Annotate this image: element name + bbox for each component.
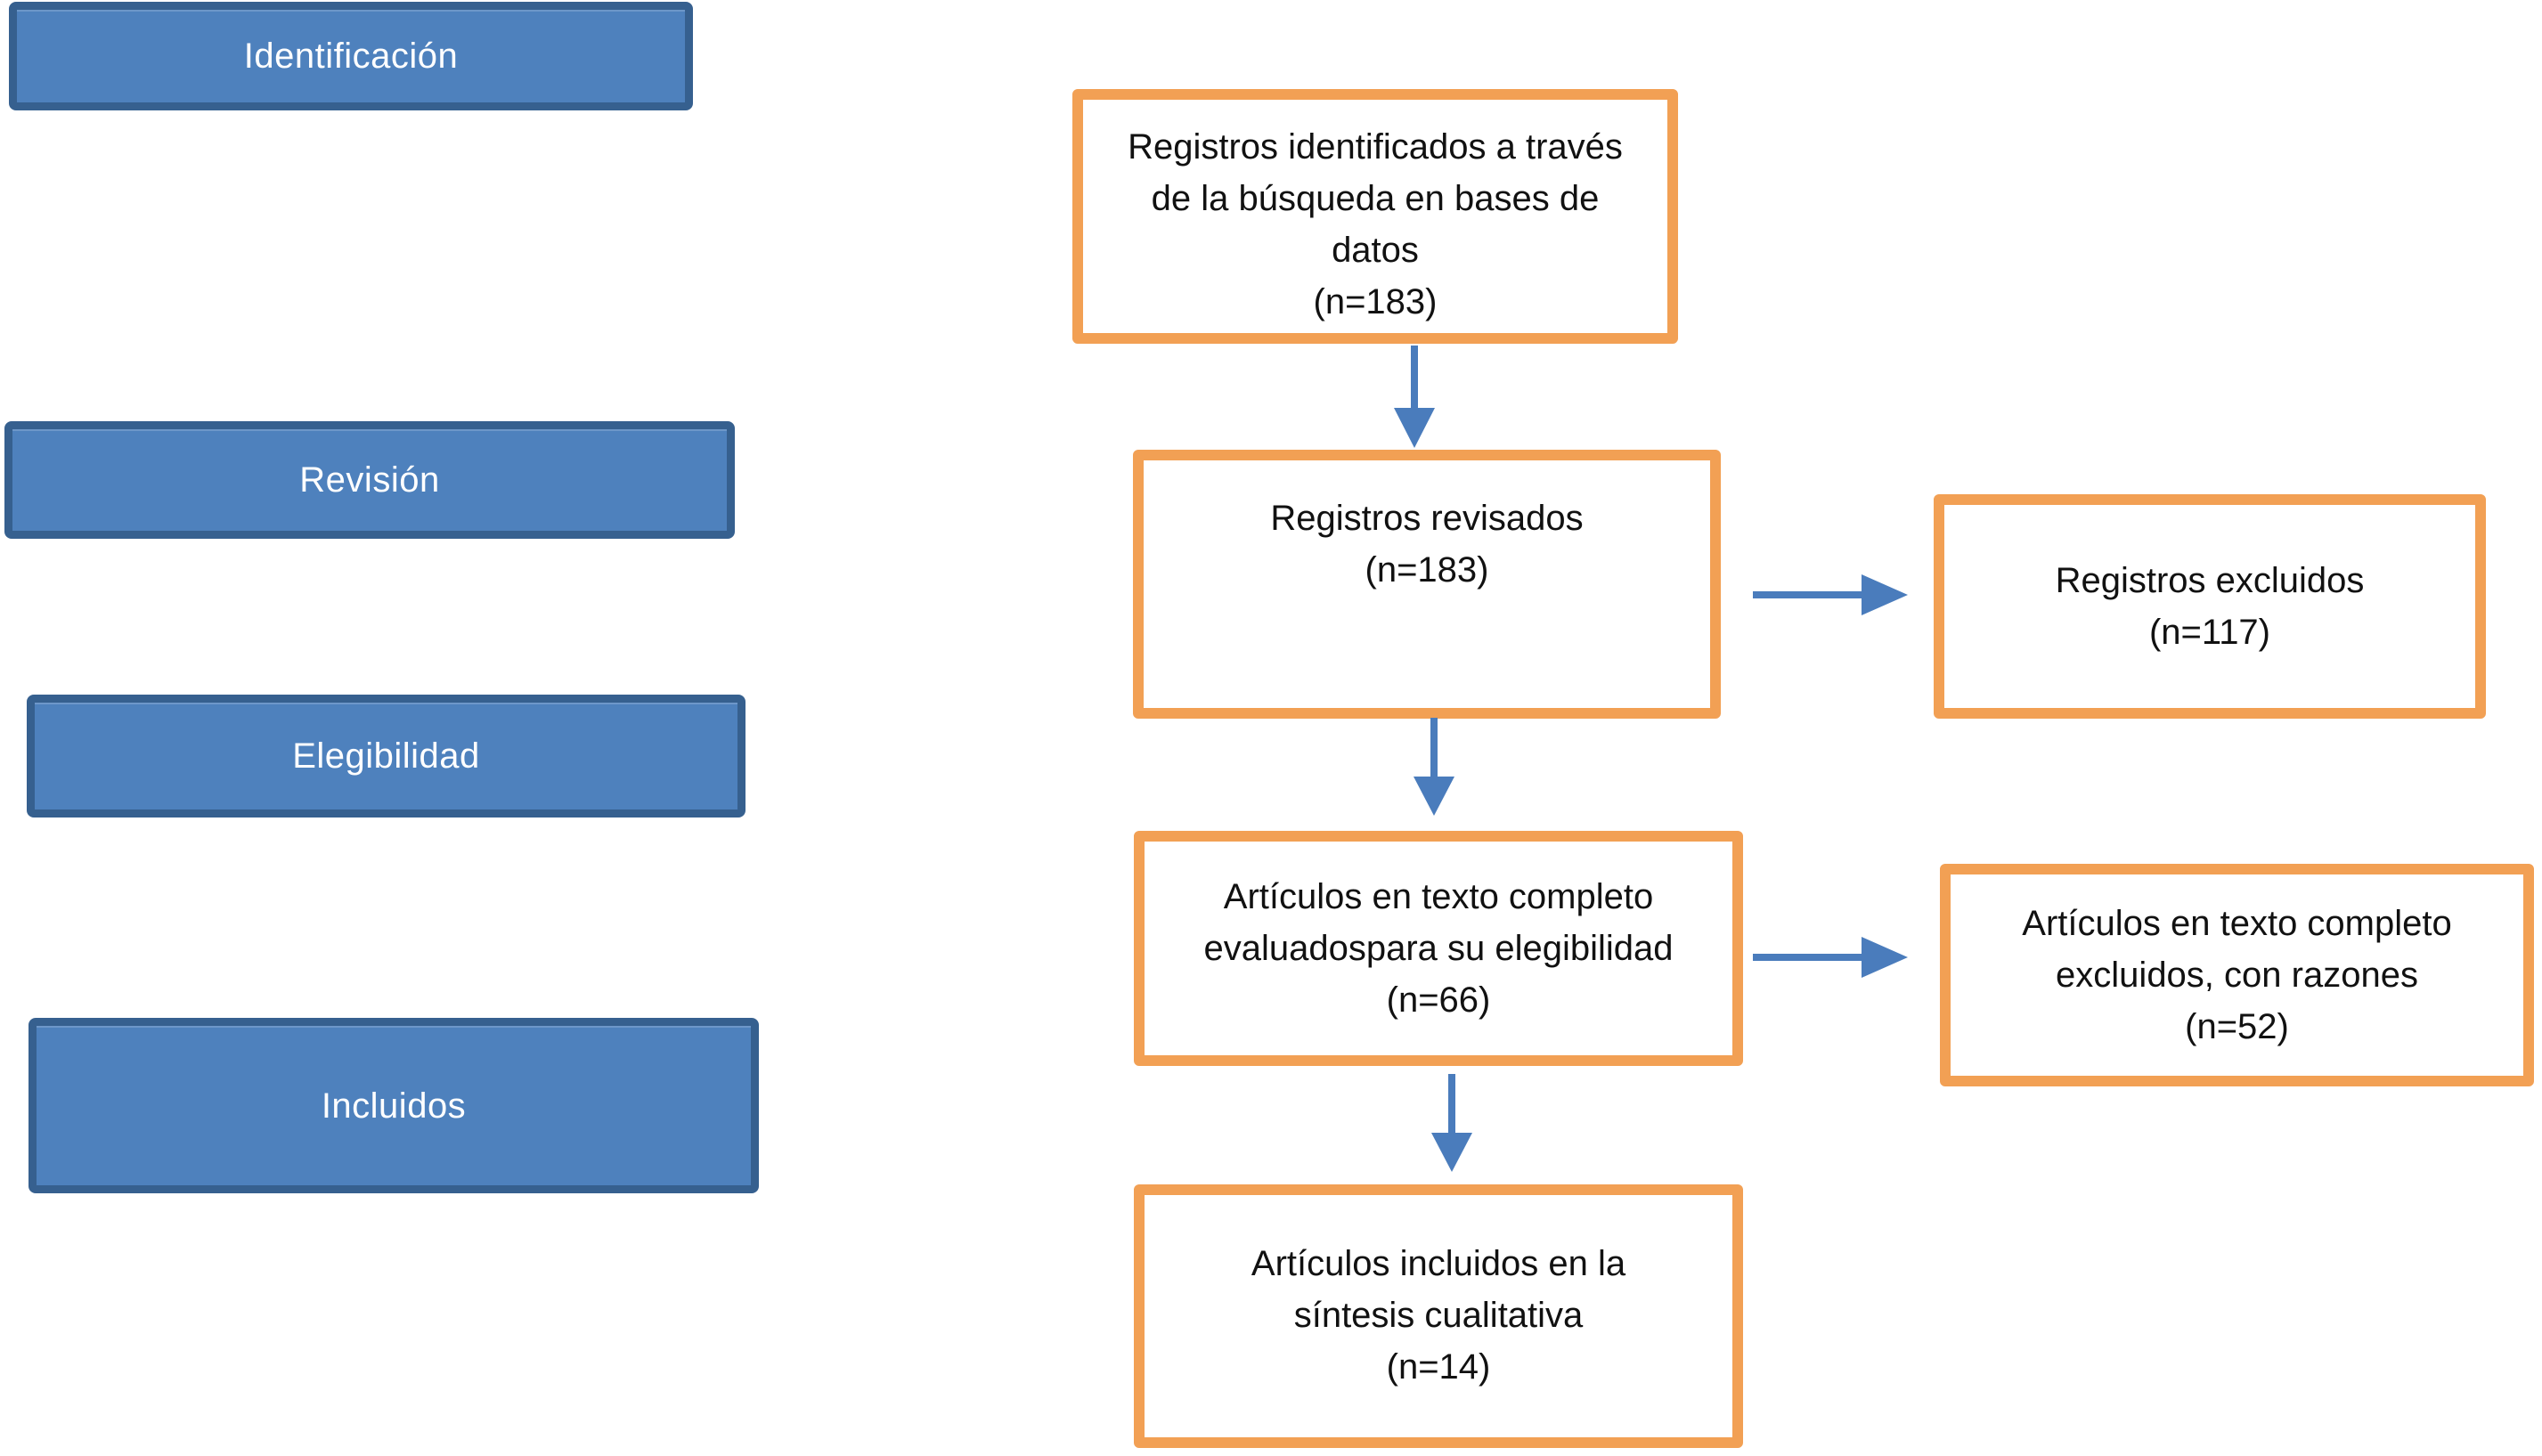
arrow-screened-to-excluded (1753, 574, 1908, 615)
flow-box-records-screened: Registros revisados (n=183) (1133, 450, 1721, 719)
flow-box-text-line: Registros excluidos (2055, 561, 2365, 600)
flow-box-fulltext-assessed: Artículos en texto completo evaluadospar… (1134, 831, 1743, 1066)
flow-box-text-line: de la búsqueda en bases de (1151, 179, 1600, 218)
stage-label-included-text: Incluidos (321, 1086, 467, 1126)
flow-box-text-line: Artículos en texto completo (1223, 877, 1654, 916)
flow-box-text-line: evaluadospara su elegibilidad (1203, 929, 1674, 968)
flow-box-count: (n=14) (1386, 1347, 1491, 1387)
flow-box-count: (n=117) (2148, 613, 2270, 652)
flow-box-included-qualitative: Artículos incluidos en la síntesis cuali… (1134, 1184, 1743, 1448)
flow-box-count: (n=66) (1386, 980, 1491, 1020)
flow-box-text-line: datos (1332, 231, 1419, 270)
arrow-screened-to-fulltext (1414, 718, 1454, 816)
arrow-fulltext-to-included (1431, 1074, 1472, 1172)
flow-box-count: (n=52) (2185, 1007, 2289, 1046)
stage-label-eligibility-text: Elegibilidad (292, 736, 480, 776)
flow-box-text-line: síntesis cualitativa (1293, 1296, 1584, 1335)
stage-label-identification-text: Identificación (243, 37, 459, 76)
flow-box-records-identified: Registros identificados a través de la b… (1072, 89, 1678, 344)
arrow-identified-to-screened (1394, 346, 1435, 448)
flow-box-text-line: Artículos en texto completo (2022, 904, 2452, 943)
stage-label-included: Incluidos (29, 1018, 759, 1193)
flow-box-text-line: Artículos incluidos en la (1251, 1244, 1626, 1283)
flow-box-count: (n=183) (1365, 550, 1489, 590)
stage-label-review: Revisión (4, 421, 735, 539)
stage-label-identification: Identificación (9, 2, 693, 110)
flow-box-text-line: Registros revisados (1270, 499, 1584, 538)
flow-box-count: (n=183) (1313, 282, 1438, 321)
flow-box-records-excluded: Registros excluidos (n=117) (1934, 494, 2486, 719)
stage-label-eligibility: Elegibilidad (27, 695, 745, 817)
arrow-fulltext-to-fulltext-excluded (1753, 937, 1908, 978)
stage-label-review-text: Revisión (299, 460, 440, 500)
flow-box-fulltext-excluded: Artículos en texto completo excluidos, c… (1940, 864, 2534, 1086)
flow-box-text-line: excluidos, con razones (2056, 956, 2418, 995)
flow-box-text-line: Registros identificados a través (1128, 127, 1623, 167)
